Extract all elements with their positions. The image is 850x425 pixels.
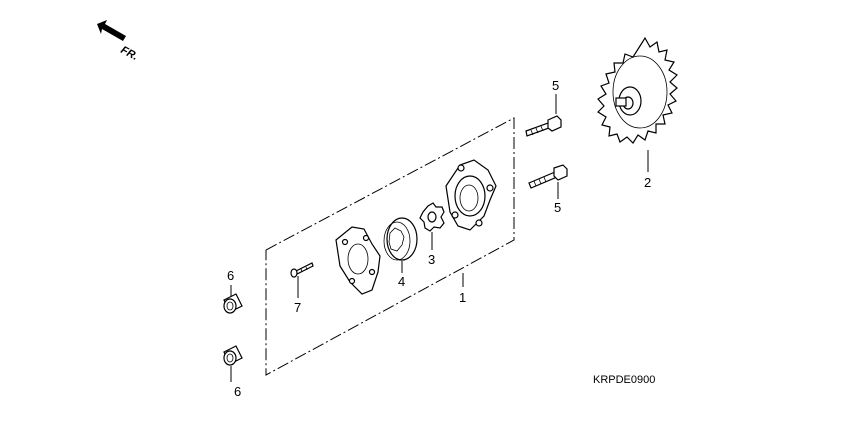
flange-bolt-upper (525, 115, 562, 137)
oil-pump-drive-gear (597, 36, 678, 144)
inner-rotor (419, 202, 445, 232)
diagram-code: KRPDE0900 (593, 374, 655, 386)
dowel-pin-upper (223, 293, 243, 314)
front-direction-arrow-icon (97, 20, 126, 41)
callout-6-upper: 6 (227, 268, 234, 283)
dowel-pin-lower (223, 345, 243, 366)
pan-head-screw (290, 262, 314, 278)
oil-pump-cover (335, 226, 381, 295)
callout-2: 2 (644, 175, 651, 190)
leader-lines (230, 94, 649, 382)
outer-rotor (383, 217, 418, 261)
callout-3: 3 (428, 252, 435, 267)
callout-5-upper: 5 (552, 78, 559, 93)
front-label: FR. (119, 44, 140, 63)
callout-1: 1 (459, 290, 466, 305)
assembly-boundary (265, 117, 515, 376)
callout-5-lower: 5 (554, 200, 561, 215)
callout-6-lower: 6 (234, 384, 241, 399)
callout-4: 4 (398, 274, 405, 289)
flange-bolt-lower (528, 164, 568, 189)
oil-pump-body (445, 159, 497, 231)
callout-7: 7 (294, 300, 301, 315)
